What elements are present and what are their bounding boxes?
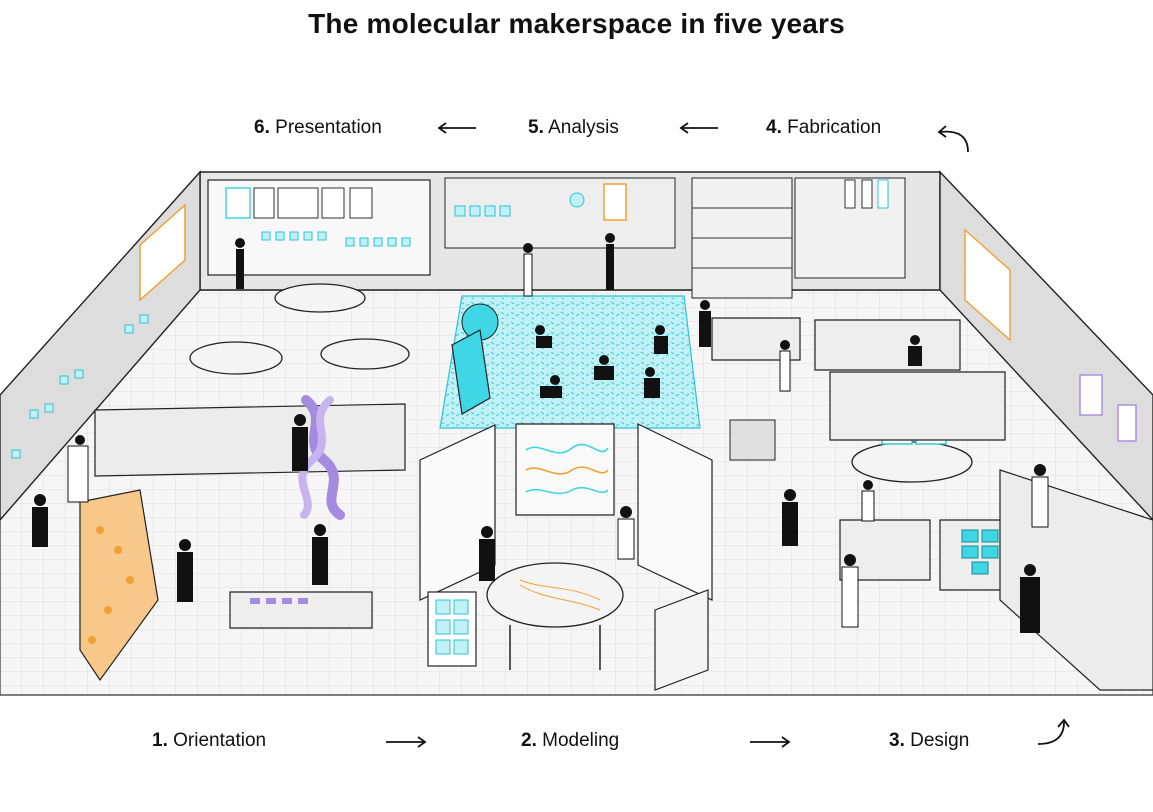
arrow-right-icon — [750, 736, 791, 748]
step-fabrication: 4. Fabrication — [766, 117, 881, 139]
step-orientation: 1. Orientation — [152, 730, 266, 752]
arrow-left-icon — [679, 122, 718, 134]
fabrication-bench — [814, 319, 961, 371]
step-design: 3. Design — [889, 730, 969, 752]
step-number: 5. — [528, 117, 544, 138]
curved-arrow-up-icon — [1037, 718, 1070, 745]
modeling-panel — [637, 423, 713, 601]
step-label: Design — [910, 730, 970, 751]
orientation-counter — [94, 403, 406, 477]
modeling-table — [486, 562, 624, 628]
step-analysis: 5. Analysis — [528, 117, 619, 139]
step-label: Orientation — [173, 730, 267, 751]
purple-dna-helix — [298, 395, 345, 520]
fabrication-bench — [829, 371, 1006, 441]
page-title: The molecular makerspace in five years — [308, 8, 845, 39]
step-number: 4. — [766, 117, 782, 138]
fabrication-bench — [711, 317, 801, 361]
round-table — [274, 283, 366, 313]
modeling-floor-mat — [439, 295, 701, 429]
arrow-right-icon — [386, 736, 427, 748]
makerspace-illustration — [0, 170, 1153, 696]
bottle-rack — [654, 589, 709, 691]
people — [32, 233, 1049, 633]
step-label: Modeling — [542, 730, 620, 751]
step-number: 1. — [152, 730, 168, 751]
arrow-left-icon — [437, 122, 476, 134]
step-number: 3. — [889, 730, 905, 751]
fabrication-cabinet — [729, 419, 776, 461]
step-label: Fabrication — [787, 117, 882, 138]
round-table — [189, 341, 283, 375]
curved-arrow-back-icon — [937, 125, 969, 153]
step-label: Analysis — [548, 117, 619, 138]
step-modeling: 2. Modeling — [521, 730, 619, 752]
design-table — [839, 519, 931, 581]
step-presentation: 6. Presentation — [254, 117, 382, 139]
orientation-table — [229, 591, 373, 629]
modeling-panel — [515, 423, 615, 516]
step-label: Presentation — [275, 117, 382, 138]
design-round-table — [851, 441, 973, 483]
round-table — [320, 338, 410, 370]
orange-bead-model — [79, 489, 159, 682]
rolling-whiteboard — [427, 591, 477, 667]
step-number: 6. — [254, 117, 270, 138]
step-number: 2. — [521, 730, 537, 751]
analysis-shelf — [444, 177, 676, 249]
